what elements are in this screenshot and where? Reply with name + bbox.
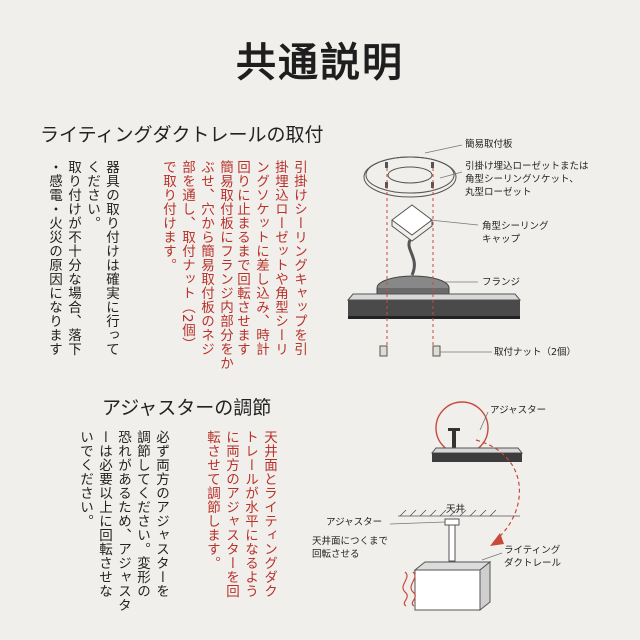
text-line: 器具の取り付けは確実に行って <box>103 160 119 356</box>
text-line: 必ず両方のアジャスターを <box>153 430 169 598</box>
text-line: 取り付けが不十分な場合、落下 <box>65 160 81 356</box>
label-line: ダクトレール <box>504 558 562 569</box>
plate-holes <box>385 162 434 188</box>
page-title: 共通説明 <box>236 40 404 86</box>
section1-heading: ライティングダクトレールの取付 <box>40 124 324 146</box>
label-adjuster-top: アジャスター <box>490 405 547 416</box>
label-nut: 取付ナット（2個） <box>494 347 577 358</box>
section1-text-step1: 引掛けシーリングキャップを引 掛埋込ローゼットや角型シーリ ングソケットに差し込… <box>232 160 308 356</box>
label-rotate-note: 天井面につくまで 回転させる <box>312 535 388 561</box>
text-line: で取り付けます。 <box>160 160 176 272</box>
text-line: 調節してください。変形の <box>134 430 150 598</box>
label-line: 丸型ローゼット <box>465 187 532 198</box>
text-line: 部を通し、取付ナット（2個） <box>179 160 195 352</box>
text-line: 簡易取付板にフランジ内部分をか <box>217 160 233 370</box>
label-adjuster: アジャスター <box>326 517 383 528</box>
label-line: 引掛け埋込ローゼットまたは <box>465 161 589 172</box>
label-line: キャップ <box>482 234 521 245</box>
section2-text-caution: 必ず両方のアジャスターを 調節してください。変形の 恐れがあるため、アジャスタ … <box>75 430 170 612</box>
label-line: 天井面につくまで <box>312 536 389 547</box>
section1-text-caution: 器具の取り付けは確実に行って ください。 取り付けが不十分な場合、落下 ・感電・… <box>44 160 120 356</box>
text-line: ングソケットに差し込み、時計 <box>253 160 269 356</box>
cord <box>407 239 416 276</box>
label-line: ライティング <box>504 545 561 556</box>
text-line: いでください。 <box>77 430 93 528</box>
text-line: 掛埋込ローゼットや角型シーリ <box>272 160 288 356</box>
label-cap: 角型シーリング キャップ <box>482 220 549 246</box>
label-rosette: 引掛け埋込ローゼットまたは 角型シーリングソケット、 丸型ローゼット <box>465 160 589 199</box>
text-line: 転させて調節します。 <box>204 430 220 570</box>
label-line: 角型シーリングソケット、 <box>465 174 579 185</box>
label-flange: フランジ <box>482 277 521 288</box>
text-line: ください。 <box>84 160 100 230</box>
text-line: 回りに止まるまで回転させます <box>234 160 250 356</box>
text-line: に両方のアジャスターを回 <box>223 430 239 598</box>
section2-heading: アジャスターの調節 <box>102 397 272 419</box>
duct-rail <box>346 293 522 319</box>
text-line: トレールが水平になるよう <box>242 430 258 598</box>
label-line: 回転させる <box>312 549 360 560</box>
label-ceiling: 天井 <box>446 504 466 515</box>
mount-nuts <box>379 345 441 357</box>
label-line: 角型シーリング <box>482 221 549 232</box>
text-line: ーは必要以上に回転させな <box>96 430 112 598</box>
label-plate: 簡易取付板 <box>465 139 513 150</box>
label-rail: ライティング ダクトレール <box>504 544 561 570</box>
section2-text-step: 天井面とライティングダク トレールが水平になるよう に両方のアジャスターを回 転… <box>202 430 278 598</box>
text-line: 天井面とライティングダク <box>261 430 277 598</box>
text-line: ぶせ、穴から簡易取付板のネジ <box>198 160 214 356</box>
ceiling-cap <box>391 204 433 242</box>
rosette-plate <box>363 156 457 198</box>
section1-text-step2: 簡易取付板にフランジ内部分をか ぶせ、穴から簡易取付板のネジ 部を通し、取付ナッ… <box>158 160 234 370</box>
text-line: 引掛けシーリングキャップを引 <box>291 160 307 356</box>
text-line: 恐れがあるため、アジャスタ <box>115 430 131 612</box>
text-line: ・感電・火災の原因になります <box>46 160 62 356</box>
